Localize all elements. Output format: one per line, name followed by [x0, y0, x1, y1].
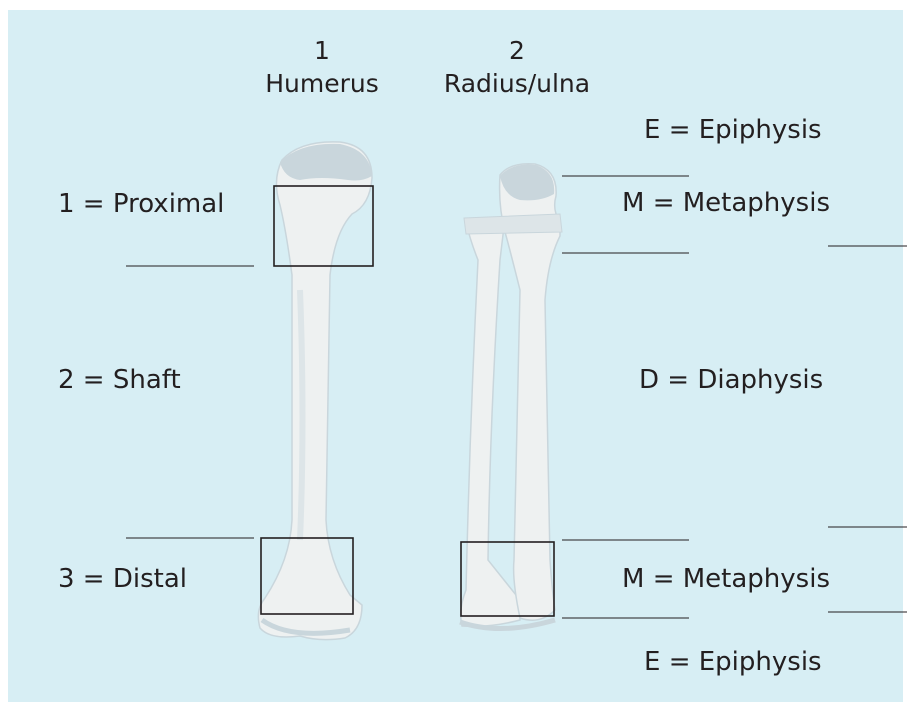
proximal-label: 1 = Proximal	[58, 191, 224, 217]
humerus-title: Humerus	[250, 71, 394, 96]
radius-ulna-bones	[460, 164, 562, 629]
distal-label: 3 = Distal	[58, 566, 187, 592]
epiphysis-top-label: E = Epiphysis	[644, 117, 822, 143]
humerus-number: 1	[310, 38, 334, 63]
metaphysis-top-label: M = Metaphysis	[622, 190, 830, 216]
epiphysis-bottom-label: E = Epiphysis	[644, 649, 822, 675]
shaft-label: 2 = Shaft	[58, 367, 181, 393]
diaphysis-label: D = Diaphysis	[639, 367, 823, 393]
metaphysis-bottom-label: M = Metaphysis	[622, 566, 830, 592]
humerus-bone	[258, 142, 372, 640]
radius-ulna-title: Radius/ulna	[422, 71, 612, 96]
radius-ulna-number: 2	[505, 38, 529, 63]
